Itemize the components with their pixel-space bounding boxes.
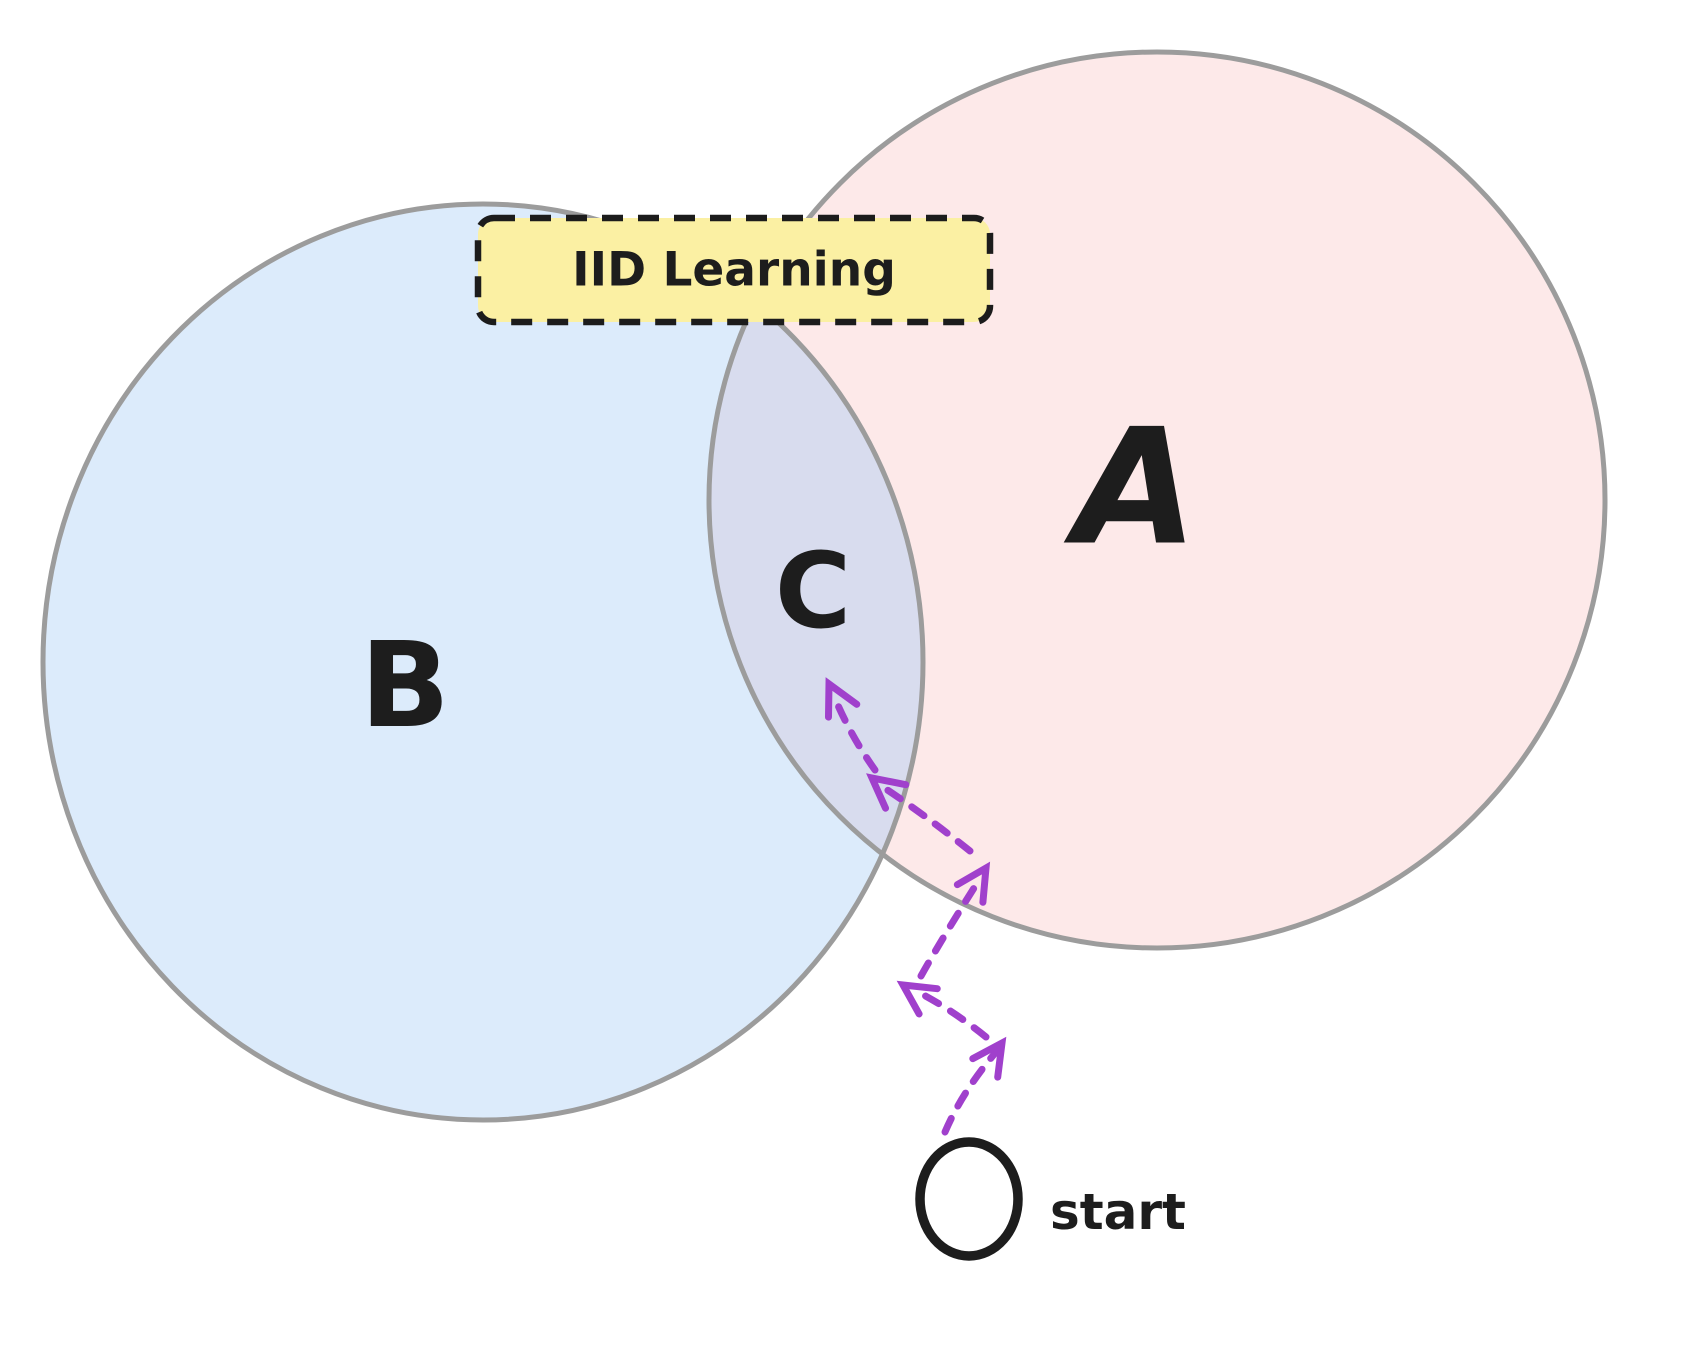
- set-b-label: B: [360, 616, 450, 754]
- title-box: [474, 214, 994, 326]
- arrow-segment-1: [941, 1048, 1000, 1136]
- intersection-label: C: [775, 530, 851, 652]
- arrow-head-icon: [895, 972, 938, 1015]
- start-circle: [915, 1137, 1023, 1261]
- arrow-segment-2: [910, 986, 990, 1041]
- set-b-circle: [43, 204, 923, 1120]
- arrow-segment-3: [917, 873, 985, 980]
- arrow-segment-4: [879, 783, 974, 855]
- zigzag-arrow-path: [815, 677, 1015, 1136]
- set-a-label: A: [1063, 394, 1198, 581]
- start-label: start: [1050, 1183, 1186, 1241]
- arrow-segment-5: [830, 692, 879, 774]
- set-b-circle-outline: [40, 201, 926, 1123]
- title-box-label: IID Learning: [572, 243, 896, 298]
- set-a-circle-outline: [706, 49, 1608, 951]
